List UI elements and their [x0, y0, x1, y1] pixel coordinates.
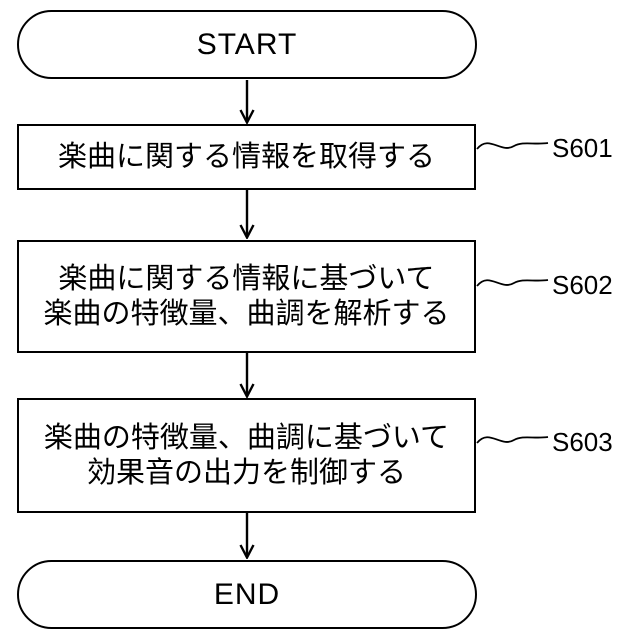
- process-text-line: 効果音の出力を制御する: [86, 456, 406, 489]
- process-text-line: 楽曲の特徴量、曲調に基づいて: [43, 421, 450, 454]
- flow-arrow-down-icon: [239, 513, 255, 559]
- reference-squiggle-icon: [476, 142, 549, 150]
- step-label-s601: S601: [552, 133, 613, 163]
- process-text-line: 楽曲に関する情報に基づいて: [58, 262, 435, 295]
- reference-squiggle-icon: [476, 436, 549, 444]
- start-node: START: [17, 10, 477, 79]
- process-box-s601: 楽曲に関する情報を取得する: [17, 124, 476, 190]
- step-label-s602: S602: [552, 270, 613, 300]
- step-label-s603: S603: [552, 427, 613, 457]
- process-text-line: 楽曲に関する情報を取得する: [57, 140, 435, 173]
- end-node: END: [17, 560, 477, 629]
- flow-arrow-down-icon: [239, 80, 255, 124]
- process-box-s602: 楽曲に関する情報に基づいて 楽曲の特徴量、曲調を解析する: [17, 240, 476, 353]
- flow-arrow-down-icon: [239, 190, 255, 239]
- flow-arrow-down-icon: [239, 353, 255, 398]
- process-text-line: 楽曲の特徴量、曲調を解析する: [43, 297, 450, 330]
- process-box-s603: 楽曲の特徴量、曲調に基づいて 効果音の出力を制御する: [17, 398, 476, 513]
- reference-squiggle-icon: [476, 279, 549, 287]
